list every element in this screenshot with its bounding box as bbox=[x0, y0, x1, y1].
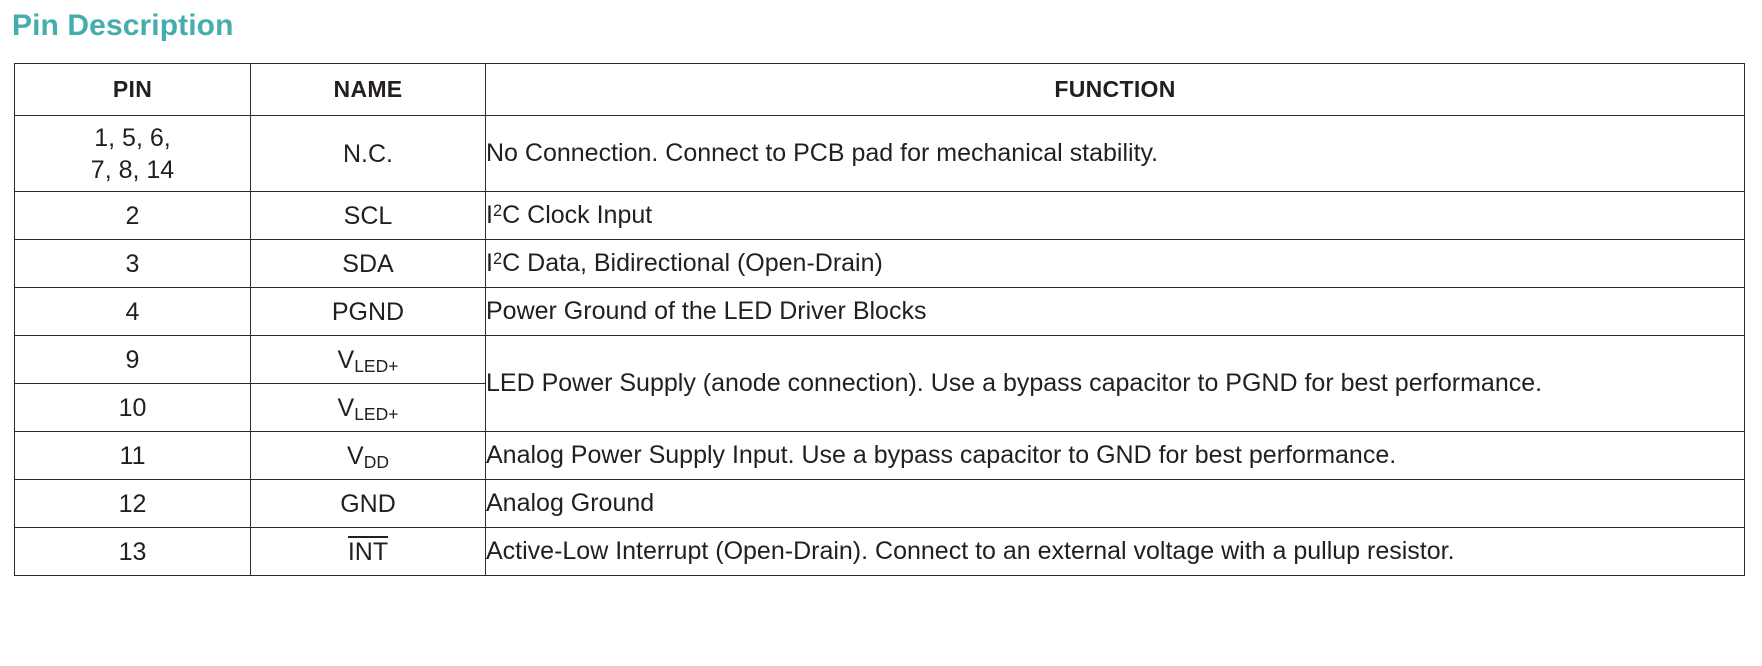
table-row: 11 VDD Analog Power Supply Input. Use a … bbox=[14, 431, 1745, 480]
table-row: 2 SCL I2C Clock Input bbox=[14, 191, 1745, 240]
name-subscript: LED+ bbox=[354, 403, 399, 424]
name-base: V bbox=[337, 393, 355, 422]
pin-line: 1, 5, 6, bbox=[94, 123, 171, 152]
cell-pin: 2 bbox=[14, 191, 251, 240]
pin-line: 7, 8, 14 bbox=[90, 155, 175, 184]
name-base: V bbox=[347, 441, 364, 470]
cell-function: I2C Data, Bidirectional (Open-Drain) bbox=[485, 239, 1745, 288]
i2c-prefix: I bbox=[486, 248, 493, 277]
cell-name: SCL bbox=[250, 191, 486, 240]
name-subscript: LED+ bbox=[354, 355, 399, 376]
page-title: Pin Description bbox=[12, 9, 234, 42]
i2c-prefix: I bbox=[486, 200, 493, 229]
cell-function: Power Ground of the LED Driver Blocks bbox=[485, 287, 1745, 336]
cell-name: VLED+ bbox=[250, 383, 486, 432]
cell-name: INT bbox=[250, 527, 486, 576]
cell-function: Analog Power Supply Input. Use a bypass … bbox=[485, 431, 1745, 480]
column-header-pin: PIN bbox=[14, 63, 251, 116]
cell-pin: 12 bbox=[14, 479, 251, 528]
i2c-superscript: 2 bbox=[492, 201, 503, 220]
cell-pin: 4 bbox=[14, 287, 251, 336]
cell-name: VLED+ bbox=[250, 335, 486, 384]
function-text: C Data, Bidirectional (Open-Drain) bbox=[502, 248, 883, 277]
cell-function-merged: LED Power Supply (anode connection). Use… bbox=[485, 335, 1745, 432]
table-row: 1, 5, 6, 7, 8, 14 N.C. No Connection. Co… bbox=[14, 115, 1745, 192]
table-row: 4 PGND Power Ground of the LED Driver Bl… bbox=[14, 287, 1745, 336]
cell-function: I2C Clock Input bbox=[485, 191, 1745, 240]
cell-name: VDD bbox=[250, 431, 486, 480]
column-header-function: FUNCTION bbox=[485, 63, 1745, 116]
name-active-low-overline: INT bbox=[347, 535, 389, 566]
column-header-name: NAME bbox=[250, 63, 486, 116]
cell-function: No Connection. Connect to PCB pad for me… bbox=[485, 115, 1745, 192]
cell-pin: 10 bbox=[14, 383, 251, 432]
cell-pin: 3 bbox=[14, 239, 251, 288]
cell-function: Analog Ground bbox=[485, 479, 1745, 528]
table-header-row: PIN NAME FUNCTION bbox=[14, 63, 1745, 116]
cell-name: PGND bbox=[250, 287, 486, 336]
cell-pin: 13 bbox=[14, 527, 251, 576]
table-row: 3 SDA I2C Data, Bidirectional (Open-Drai… bbox=[14, 239, 1745, 288]
cell-name: GND bbox=[250, 479, 486, 528]
table-row: 9 VLED+ LED Power Supply (anode connecti… bbox=[14, 335, 1745, 432]
cell-pin: 1, 5, 6, 7, 8, 14 bbox=[14, 115, 251, 192]
pin-description-table: PIN NAME FUNCTION 1, 5, 6, 7, 8, 14 N.C.… bbox=[14, 63, 1745, 576]
name-base: V bbox=[337, 345, 355, 374]
name-subscript: DD bbox=[363, 451, 389, 472]
cell-name: N.C. bbox=[250, 115, 486, 192]
table-row: 13 INT Active-Low Interrupt (Open-Drain)… bbox=[14, 527, 1745, 576]
cell-function: Active-Low Interrupt (Open-Drain). Conne… bbox=[485, 527, 1745, 576]
cell-name: SDA bbox=[250, 239, 486, 288]
i2c-superscript: 2 bbox=[492, 249, 503, 268]
table-row: 10 VLED+ bbox=[14, 383, 1745, 432]
table-row: 12 GND Analog Ground bbox=[14, 479, 1745, 528]
cell-pin: 9 bbox=[14, 335, 251, 384]
cell-pin: 11 bbox=[14, 431, 251, 480]
function-text: C Clock Input bbox=[502, 200, 653, 229]
